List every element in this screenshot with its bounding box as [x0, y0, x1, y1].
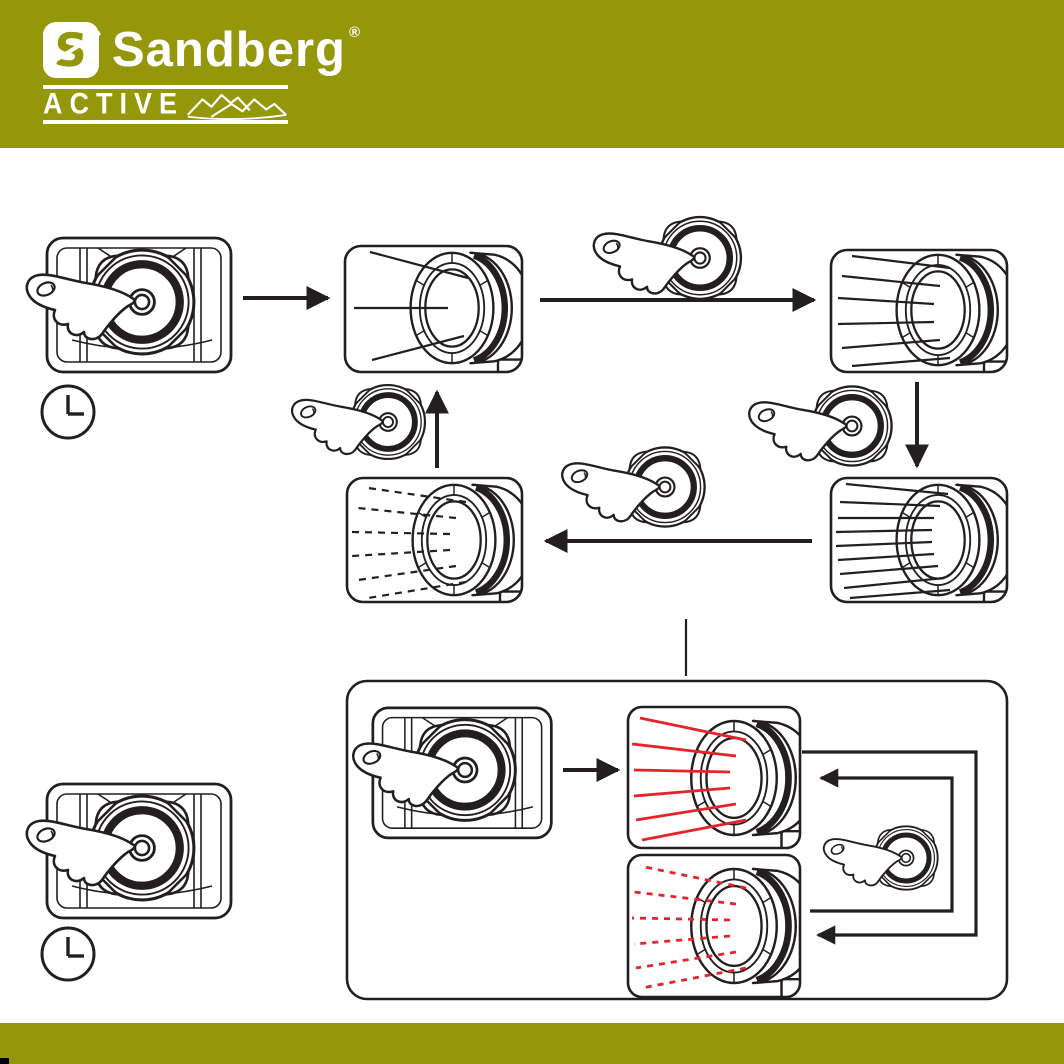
button-press-red-toggle [824, 826, 938, 889]
footer-band [0, 1023, 1064, 1064]
headlamp-back-press-start [27, 238, 231, 440]
button-press-high-to-boost [749, 386, 891, 465]
button-press-low-to-high [594, 217, 741, 299]
mode-red-flash-box [626, 853, 802, 999]
clock-icon [40, 384, 96, 440]
headlamp-back-press-off [27, 784, 231, 982]
button-press-flash-to-low [292, 385, 425, 459]
mode-flash-beam-box [345, 476, 524, 604]
clock-icon [40, 926, 96, 982]
print-crop-mark [0, 1058, 9, 1064]
sandberg-s-icon: S [42, 22, 102, 78]
loop-red-to-flash [802, 750, 978, 945]
brand-name: Sandberg ® [112, 23, 362, 77]
loop-flash-to-red [810, 768, 954, 913]
button-press-boost-to-flash [562, 447, 704, 526]
mode-high-beam-box [829, 248, 1009, 374]
registered-mark: ® [348, 24, 362, 41]
mode-boost-beam-box [829, 476, 1009, 604]
headlamp-back-press-red [353, 708, 551, 838]
mountain-range-icon [187, 93, 287, 120]
red-mode-panel [345, 679, 1009, 1001]
subbrand-label: ACTIVE [43, 87, 185, 120]
mode-low-beam-box [343, 244, 524, 374]
brand-logo: S Sandberg ® [42, 22, 362, 78]
mode-red-steady-box [626, 705, 802, 850]
subbrand-row: ACTIVE [43, 87, 288, 120]
logo-divider-top [43, 85, 288, 89]
logo-divider-bottom [43, 120, 288, 124]
